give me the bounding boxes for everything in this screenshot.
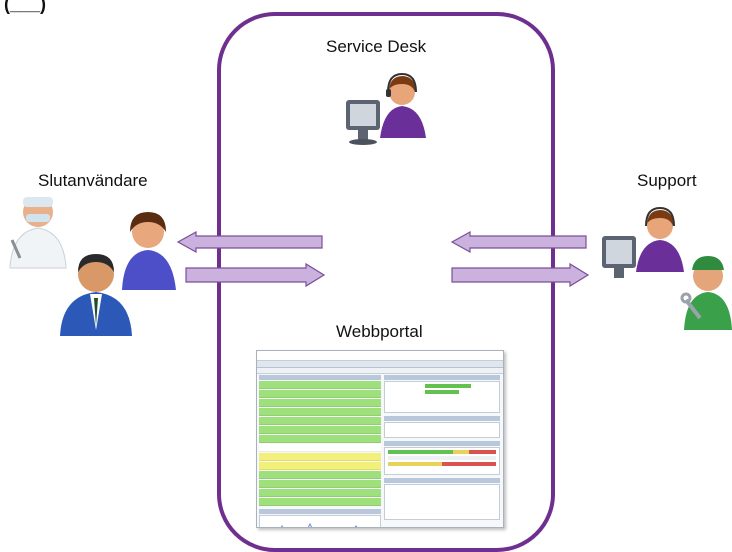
service-desk-agent-icon [346, 72, 426, 145]
portal-subnav [257, 368, 503, 374]
end-users-icon [9, 197, 176, 336]
arrow-to-portal [450, 230, 587, 254]
portal-header [257, 351, 503, 361]
service-desk-label: Service Desk [326, 37, 427, 56]
end-users-label: Slutanvändare [38, 171, 148, 190]
arrow-to-end-users [176, 230, 323, 254]
portal-chart-thumbnail [259, 515, 381, 527]
portal-label: Webbportal [336, 322, 423, 341]
support-label: Support [637, 171, 697, 190]
web-portal-screenshot [256, 350, 504, 528]
portal-nav [257, 361, 503, 368]
portal-ticket-list [259, 375, 381, 527]
support-icon [602, 206, 732, 330]
arrow-to-support [451, 262, 590, 288]
portal-side-panels [384, 375, 500, 525]
corner-text-fragment: (___) [4, 0, 47, 14]
arrow-from-end-users [185, 262, 326, 288]
